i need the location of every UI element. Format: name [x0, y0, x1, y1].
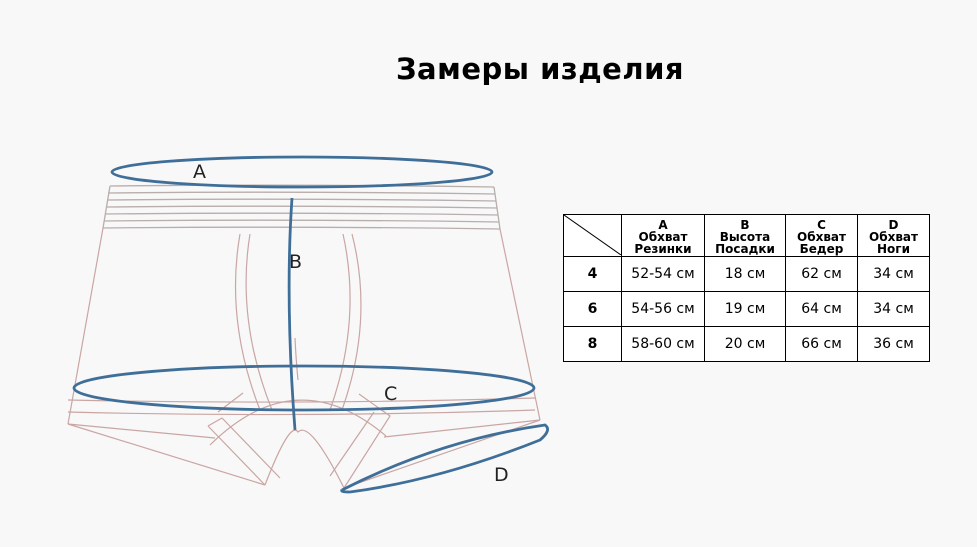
garment-outline	[67, 227, 541, 489]
size-cell: 6	[563, 291, 622, 327]
label-b: B	[289, 251, 303, 273]
cell-c: 62 см	[785, 256, 858, 292]
label-c: C	[384, 383, 398, 405]
table-row: 8 58-60 см 20 см 66 см 36 см	[563, 326, 930, 362]
page-title: Замеры изделия	[395, 52, 685, 86]
measure-b-line	[287, 197, 297, 431]
cell-d: 34 см	[857, 291, 930, 327]
size-cell: 4	[563, 256, 622, 292]
cell-b: 19 см	[704, 291, 786, 327]
measurement-lines	[72, 155, 549, 494]
cell-a: 54-56 см	[621, 291, 705, 327]
measure-c-ellipse	[72, 364, 536, 412]
cell-a: 52-54 см	[621, 256, 705, 292]
cell-c: 64 см	[785, 291, 858, 327]
cell-b: 20 см	[704, 326, 786, 362]
label-d: D	[494, 464, 509, 486]
measure-a-ellipse	[110, 155, 494, 189]
label-a: A	[193, 161, 206, 183]
cell-d: 36 см	[857, 326, 930, 362]
cell-d: 34 см	[857, 256, 930, 292]
cell-c: 66 см	[785, 326, 858, 362]
corner-cell	[563, 214, 622, 257]
underwear-diagram	[67, 155, 549, 494]
diagonal-line-icon	[564, 215, 621, 255]
waistband	[102, 184, 501, 230]
table-row: 6 54-56 см 19 см 64 см 34 см	[563, 291, 930, 327]
table-row: 4 52-54 см 18 см 62 см 34 см	[563, 256, 930, 292]
measure-d-ellipse	[340, 423, 549, 494]
cell-b: 18 см	[704, 256, 786, 292]
cell-a: 58-60 см	[621, 326, 705, 362]
size-cell: 8	[563, 326, 622, 362]
